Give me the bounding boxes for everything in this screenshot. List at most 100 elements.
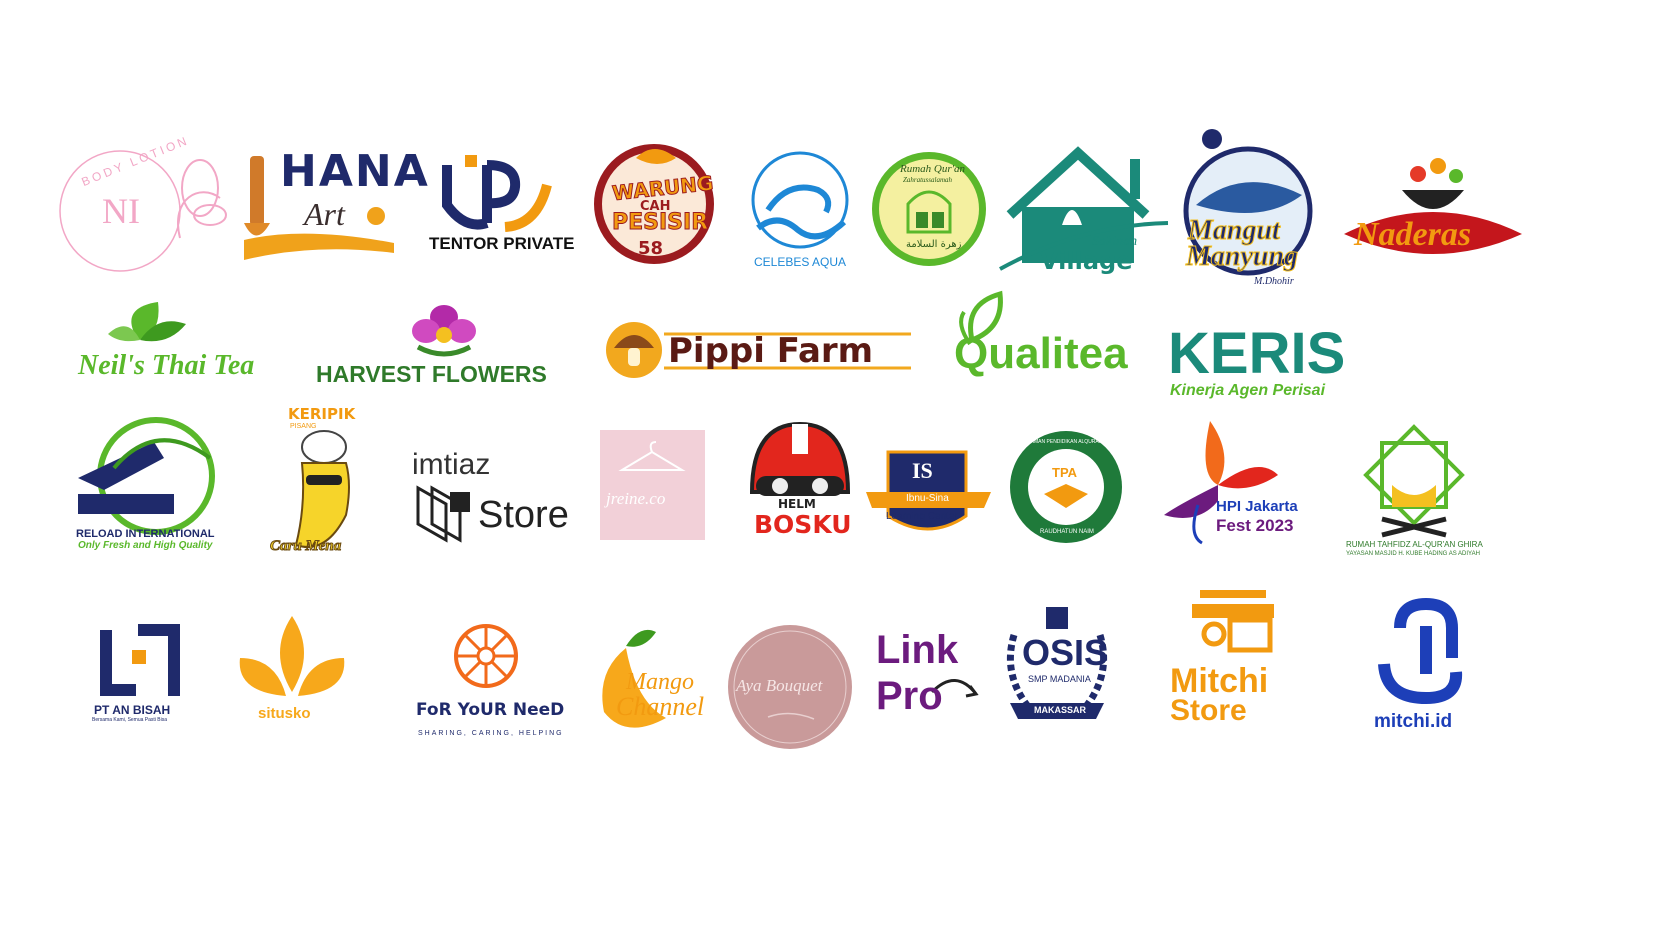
logo-mitchi-id: mitchi.id [1370, 597, 1490, 733]
aya-bouquet-circle-icon [728, 625, 852, 749]
logo-pt-an-bisah: PT AN BISAH Bersama Kami, Semua Pasti Bi… [92, 624, 192, 725]
tpa-badge-icon [1010, 431, 1122, 543]
helm-line1: HELM [778, 497, 816, 511]
orchid-icon [412, 305, 476, 357]
fish-badge-icon [1183, 129, 1313, 276]
storefront-icon [1192, 590, 1274, 653]
rumah-tahfidz-mark-icon [1363, 424, 1465, 538]
osis-banner: MAKASSAR [1034, 705, 1087, 715]
mitchi-store-line2: Store [1170, 694, 1247, 727]
logo-mitchi-store: Mitchi Store [1170, 588, 1320, 728]
mitchi-id-mark-icon [1378, 597, 1463, 705]
celebes-aqua-name: CELEBES AQUA [754, 255, 847, 269]
helmet-icon [749, 421, 851, 496]
tentor-private-name: TENTOR PRIVATE [429, 234, 575, 253]
logo-hpi-jakarta-fest: HPI Jakarta Fest 2023 [1158, 415, 1308, 545]
house-leaf-icon [999, 146, 1169, 271]
paintbrush-icon [244, 156, 394, 260]
pt-an-bisah-tagline: Bersama Kami, Semua Pasti Bisa [92, 717, 168, 723]
mangut-sig: M.Dhohir [1254, 276, 1294, 287]
logo-tpa-raudhatun-naim: TAMAN PENDIDIKAN ALQURAN TPA RAUDHATUN N… [1008, 430, 1128, 545]
keris-name: KERIS [1168, 321, 1346, 386]
tpa-arc-top: TAMAN PENDIDIKAN ALQURAN [1028, 439, 1103, 445]
warung-line2: CAH [640, 199, 671, 214]
hana-art-line1: HANA [280, 146, 430, 197]
aya-bouquet-name: Aya Bouquet [736, 676, 823, 695]
tentor-private-mark-icon [442, 155, 552, 232]
neils-thai-tea-name: Neil's Thai Tea [78, 350, 255, 381]
link-pro-line1: Link [876, 628, 959, 672]
mangut-line2: Manyung [1185, 241, 1299, 272]
link-pro-line2: Pro [876, 674, 943, 718]
ibnu-sina-mark: IS [912, 458, 933, 483]
body-lotion-mark: NI [102, 191, 140, 231]
logo-helm-bosku: HELM BOSKU [748, 420, 853, 545]
sakinah-village-line2: Village [1040, 247, 1133, 275]
pippi-farm-name: Pippi Farm [668, 331, 874, 371]
logo-ibnu-sina: IS Ibnu-Sina Learning Center [866, 432, 991, 542]
body-lotion-emblem-icon [59, 150, 227, 272]
logo-link-pro: Link Pro [876, 630, 981, 725]
jreine-name: jreine.co [606, 489, 666, 508]
mitchi-id-name: mitchi.id [1374, 711, 1453, 732]
logo-mangut-manyung: Mangut Manyung M.Dhohir [1182, 125, 1317, 295]
rumah-quran-arc-text: Rumah Qur'an [900, 163, 965, 175]
logo-osis: OSIS SMP MADANIA MAKASSAR [1000, 605, 1115, 725]
mango-line1: Mango [626, 669, 694, 695]
qualitea-leaf-icon [959, 290, 1003, 346]
osis-wreath-icon [1006, 607, 1108, 719]
logo-naderas-kitchen: Naderas Kitchen [1338, 150, 1528, 275]
banana-chef-icon [294, 430, 350, 548]
bowl-food-icon [1344, 158, 1522, 254]
phoenix-icon [1164, 421, 1278, 545]
mushroom-icon [606, 322, 911, 378]
mango-icon [602, 629, 666, 728]
keripik-line2: PISANG [290, 423, 317, 430]
logo-situsko: situsko [236, 612, 351, 727]
logo-warung-cah-pesisir: WARUNG CAH PESISIR 58 [594, 140, 716, 270]
mitchi-store-line1: Mitchi [1170, 662, 1269, 700]
helm-line2: BOSKU [754, 510, 852, 539]
link-arrow-icon [930, 679, 979, 698]
for-your-need-flower-icon [454, 624, 518, 688]
hanger-icon [618, 441, 686, 471]
hana-art-line2: Art [304, 196, 345, 232]
logo-rumah-tahfidz: RUMAH TAHFIDZ AL-QUR'AN GHIRA YAYASAN MA… [1342, 424, 1492, 560]
warung-line4: 58 [638, 238, 664, 259]
rumah-quran-sub-arc: Zahratussalamah [903, 176, 953, 184]
osis-name: OSIS [1022, 632, 1109, 673]
imtiaz-mark-icon [416, 485, 470, 543]
tpa-arc-bottom: RAUDHATUN NAIM [1040, 529, 1094, 535]
logo-for-your-need: FoR YoUR NeeD SHARING, CARING, HELPING [414, 620, 564, 745]
for-your-need-name: FoR YoUR NeeD [416, 700, 565, 720]
hpi-line2: Fest 2023 [1216, 516, 1294, 535]
logo-imtiaz-store: imtiaz Store [410, 448, 580, 548]
ibnu-sina-line1: Ibnu-Sina [906, 493, 949, 504]
warung-line3: PESISIR [611, 210, 709, 235]
logo-reload-international: RELOAD INTERNATIONAL Only Fresh and High… [74, 417, 229, 558]
pt-an-bisah-mark-icon [100, 624, 180, 696]
naderas-name: Naderas [1354, 216, 1472, 253]
tpa-mark: TPA [1052, 465, 1078, 480]
shrimp-wave-icon [751, 151, 849, 249]
logo-tentor-private: TENTOR PRIVATE [425, 155, 575, 255]
keripik-line1: KERIPIK [288, 405, 356, 423]
keripik-brand: Caru Mena [269, 538, 342, 554]
pt-an-bisah-name: PT AN BISAH [94, 703, 171, 717]
hpi-line1: HPI Jakarta [1216, 498, 1298, 515]
harvest-flowers-name: HARVEST FLOWERS [316, 361, 547, 387]
rumah-tahfidz-sub: YAYASAN MASJID H. KUBE HADING AS ADIYAH [1346, 551, 1480, 557]
ibnu-sina-shield-icon [866, 450, 991, 531]
mangut-line1: Mangut [1188, 215, 1281, 246]
rumah-quran-arabic: زهرة السلامة [906, 239, 962, 250]
logo-harvest-flowers: HARVEST FLOWERS [314, 305, 579, 390]
qualitea-name: Qualitea [954, 329, 1128, 378]
situsko-leaf-icon [239, 616, 345, 696]
logo-mango-channel: Mango Channel [596, 622, 716, 737]
logo-keripik-pisang: KERIPIK PISANG Caru Mena [266, 405, 376, 560]
logo-celebes-aqua: CELEBES AQUA [748, 150, 858, 270]
rumah-quran-badge-icon [872, 152, 986, 266]
osis-sub: SMP MADANIA [1028, 674, 1091, 684]
logo-rumah-quran: Rumah Qur'an Zahratussalamah زهرة السلام… [870, 150, 990, 270]
reload-name: RELOAD INTERNATIONAL [76, 528, 215, 540]
